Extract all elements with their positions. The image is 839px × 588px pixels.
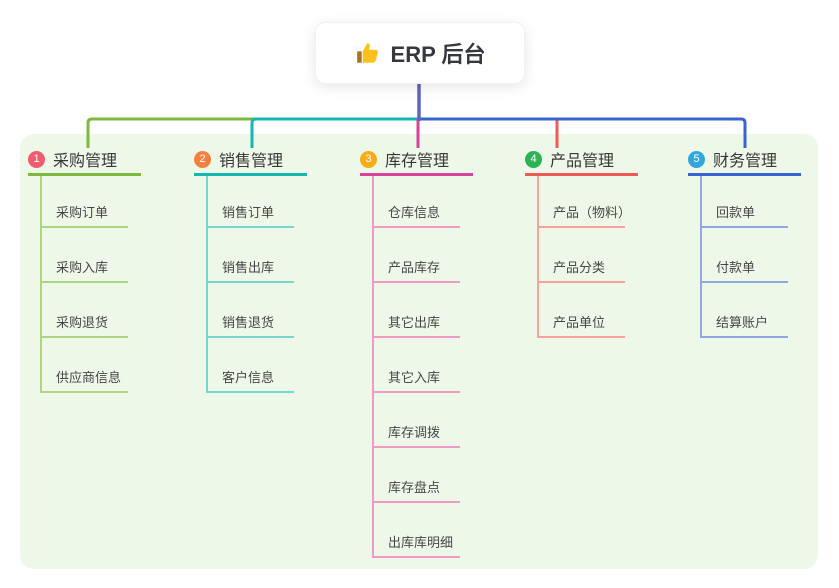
branch-column: 2 销售管理销售订单销售出库销售退货客户信息: [194, 145, 307, 393]
child-node[interactable]: 回款单: [700, 204, 788, 228]
child-node[interactable]: 出库库明细: [372, 534, 460, 558]
branch-node[interactable]: 4 产品管理: [525, 145, 638, 176]
child-node[interactable]: 客户信息: [206, 369, 294, 393]
child-node[interactable]: 销售订单: [206, 204, 294, 228]
branch-label: 产品管理: [550, 153, 615, 170]
branch-connector-trunk: [206, 176, 208, 391]
child-node[interactable]: 采购订单: [40, 204, 128, 228]
branch-column: 3 库存管理仓库信息产品库存其它出库其它入库库存调拨库存盘点出库库明细: [360, 145, 473, 558]
child-node[interactable]: 结算账户: [700, 314, 788, 338]
child-node[interactable]: 产品分类: [537, 259, 625, 283]
branch-number-badge: 1: [28, 150, 45, 168]
child-node[interactable]: 其它入库: [372, 369, 460, 393]
branch-number-badge: 4: [525, 150, 542, 168]
branch-connector-trunk: [372, 176, 374, 556]
child-node[interactable]: 产品库存: [372, 259, 460, 283]
child-node[interactable]: 产品（物料）: [537, 204, 631, 228]
child-node[interactable]: 采购入库: [40, 259, 128, 283]
thumbs-up-icon: [355, 40, 381, 66]
child-node[interactable]: 仓库信息: [372, 204, 460, 228]
child-node[interactable]: 采购退货: [40, 314, 128, 338]
branch-number-badge: 3: [360, 150, 377, 168]
branch-number-badge: 2: [194, 150, 211, 168]
branch-node[interactable]: 5 财务管理: [688, 145, 801, 176]
root-node[interactable]: ERP 后台: [315, 22, 525, 84]
branch-connector-trunk: [537, 176, 539, 336]
branch-label: 采购管理: [53, 153, 118, 170]
child-node[interactable]: 库存盘点: [372, 479, 460, 503]
branch-connector-trunk: [700, 176, 702, 336]
branch-label: 销售管理: [219, 153, 284, 170]
child-node[interactable]: 库存调拨: [372, 424, 460, 448]
branch-connector-trunk: [40, 176, 42, 391]
branch-node[interactable]: 3 库存管理: [360, 145, 473, 176]
child-node[interactable]: 其它出库: [372, 314, 460, 338]
branches-background-panel: [20, 134, 818, 569]
root-label: ERP 后台: [390, 42, 486, 67]
child-node[interactable]: 销售退货: [206, 314, 294, 338]
branch-label: 财务管理: [713, 153, 778, 170]
branch-node[interactable]: 2 销售管理: [194, 145, 307, 176]
branch-label: 库存管理: [385, 153, 450, 170]
branch-number-badge: 5: [688, 150, 705, 168]
child-node[interactable]: 供应商信息: [40, 369, 128, 393]
branch-column: 5 财务管理回款单付款单结算账户: [688, 145, 801, 338]
child-node[interactable]: 销售出库: [206, 259, 294, 283]
branch-node[interactable]: 1 采购管理: [28, 145, 141, 176]
branch-column: 1 采购管理采购订单采购入库采购退货供应商信息: [28, 145, 141, 393]
branch-column: 4 产品管理产品（物料） 产品分类产品单位: [525, 145, 638, 338]
child-node[interactable]: 产品单位: [537, 314, 625, 338]
child-node[interactable]: 付款单: [700, 259, 788, 283]
